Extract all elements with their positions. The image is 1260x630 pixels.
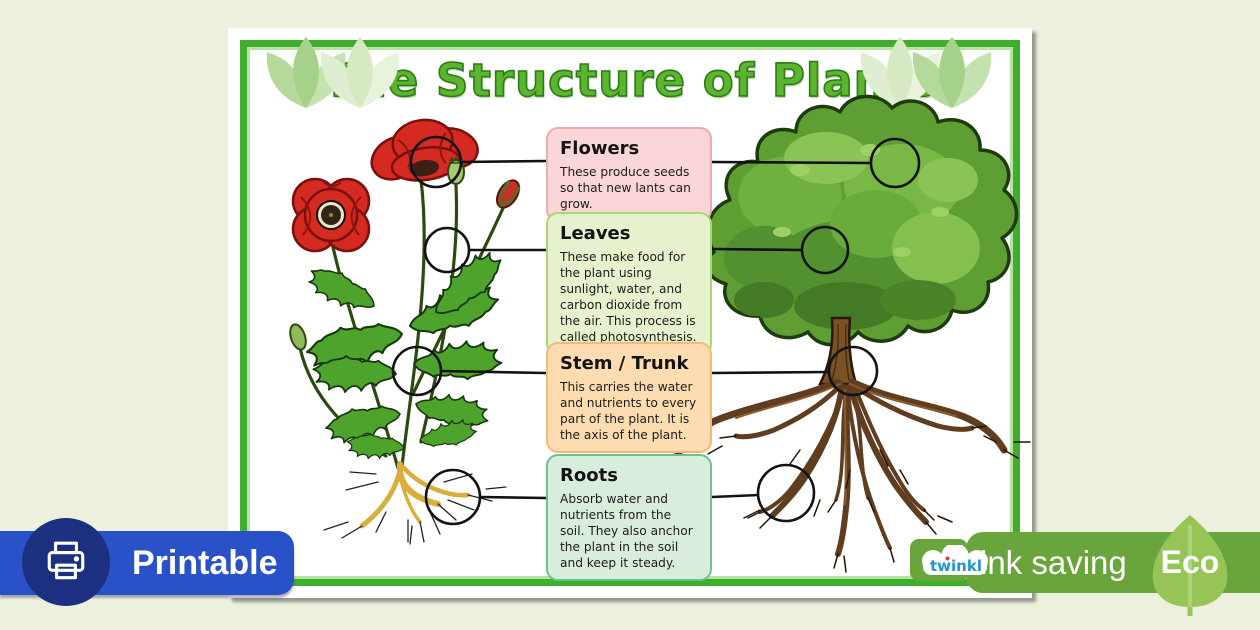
stem-trunk-callout: Stem / Trunk This carries the water and … [546,342,712,454]
leaves-callout: Leaves These make food for the plant usi… [546,212,712,356]
flowers-heading: Flowers [560,138,640,159]
eco-label: Eco [1160,544,1220,580]
leaves-heading: Leaves [560,223,631,244]
twinkl-logo-text: twinkl [930,557,982,575]
printable-label: Printable [132,544,278,582]
page-title: The Structure of Plants [322,53,937,108]
twinkl-logo[interactable]: twinkl [915,545,997,579]
leaves-body: These make food for the plant using sunl… [560,250,697,345]
roots-callout: Roots Absorb water and nutrients from th… [546,454,712,582]
stem-trunk-body: This carries the water and nutrients to … [560,380,697,443]
roots-body: Absorb water and nutrients from the soil… [560,492,693,571]
flowers-body: These produce seeds so that new lants ca… [560,165,691,212]
stem-trunk-heading: Stem / Trunk [560,353,689,374]
ink-saving-label: ink saving [980,544,1127,581]
printer-icon [47,541,85,580]
printable-icon-circle [22,518,110,606]
eco-leaf-icon [1152,515,1228,616]
flowers-callout: Flowers These produce seeds so that new … [546,127,712,223]
roots-heading: Roots [560,465,618,486]
